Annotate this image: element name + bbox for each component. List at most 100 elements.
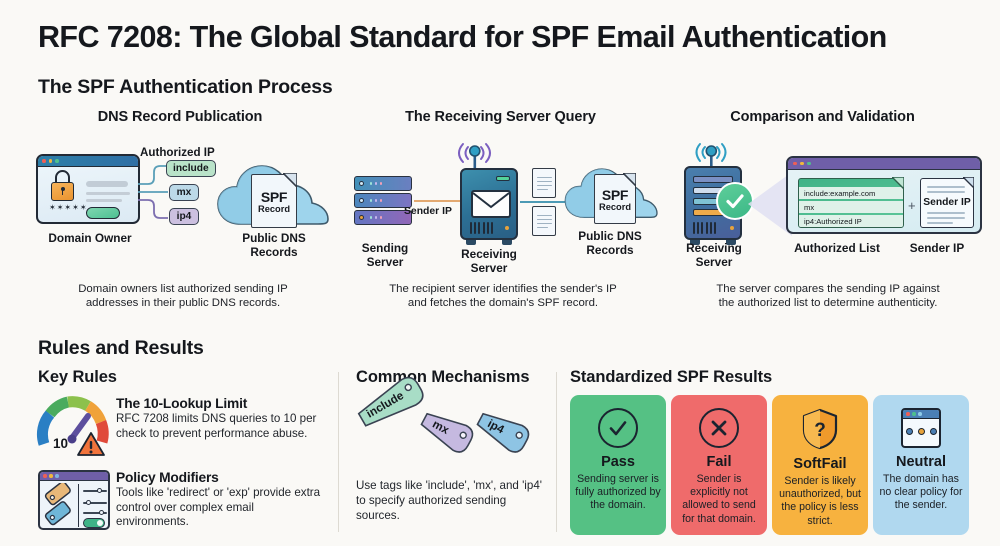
caption-panel1-line2: addresses in their public DNS records. — [85, 297, 281, 309]
rules-section-heading: Rules and Results — [38, 337, 204, 359]
dns-response-document — [532, 206, 556, 236]
content-dot — [917, 428, 925, 435]
section-divider-2 — [556, 372, 557, 532]
doc-line — [927, 217, 965, 219]
placeholder-line — [86, 199, 122, 202]
tag-mx[interactable]: mx — [169, 184, 199, 201]
sender-ip-doc-text: Sender IP — [923, 197, 971, 208]
label-public-dns-line2: Records — [250, 245, 298, 259]
check-circle-icon — [598, 408, 638, 448]
label-public-dns-line1: Public DNS — [578, 229, 642, 243]
page-title: RFC 7208: The Global Standard for SPF Em… — [38, 20, 887, 54]
rule-title: The 10-Lookup Limit — [116, 396, 248, 411]
rack-unit — [354, 176, 412, 191]
server-foot — [690, 240, 700, 245]
mechanisms-heading: Common Mechanisms — [356, 368, 530, 386]
antenna-icon — [695, 143, 727, 170]
rule-ten-lookup-limit: The 10-Lookup Limit RFC 7208 limits DNS … — [116, 396, 328, 441]
slider-knob[interactable] — [99, 509, 105, 515]
window-dot-yellow — [49, 474, 53, 478]
dns-query-connector — [520, 201, 584, 204]
tag-ip4[interactable]: ip4 — [169, 208, 199, 225]
spf-doc-title: SPF — [601, 186, 629, 203]
rule-policy-modifiers: Policy Modifiers Tools like 'redirect' o… — [116, 470, 328, 530]
rack-unit — [354, 193, 412, 208]
toggle-switch[interactable] — [83, 518, 105, 528]
result-description: Sender is likely unauthorized, but the p… — [779, 475, 861, 527]
mechanism-tag-mx[interactable]: mx — [413, 404, 480, 463]
result-name: Pass — [601, 454, 635, 470]
doc-line — [927, 186, 965, 188]
receiving-server-tower — [460, 168, 518, 240]
section-divider-1 — [338, 372, 339, 532]
mechanism-tag-include[interactable]: include — [352, 370, 434, 440]
gauge-value: 10 — [53, 436, 69, 451]
auth-row-include: include:example.com — [799, 187, 903, 199]
rack-indicator-dots — [370, 182, 383, 185]
doc-line — [927, 191, 965, 193]
rack-led — [359, 181, 364, 186]
label-receiving-server-line2: Server — [470, 261, 508, 275]
tag-shape-mx — [420, 412, 474, 453]
key-rules-heading: Key Rules — [38, 368, 117, 386]
slider-knob[interactable] — [97, 487, 103, 493]
comparison-beam — [748, 172, 792, 236]
label-sending-server-line2: Server — [366, 255, 404, 269]
rule-title: Policy Modifiers — [116, 470, 219, 485]
server-foot — [466, 240, 476, 245]
spf-record-document: SPF Record — [251, 174, 297, 228]
validation-window: include:example.com mx ip4:Authorized IP… — [786, 156, 982, 234]
browser-titlebar — [38, 156, 138, 167]
mechanism-tags-group: include mx ip4 — [352, 376, 542, 470]
caption-panel1-line1: Domain owners list authorized sending IP — [78, 283, 288, 295]
shield-question-icon: ? — [802, 408, 838, 450]
panel-divider — [78, 484, 80, 527]
result-card-neutral[interactable]: Neutral The domain has no clear policy f… — [873, 395, 969, 535]
doc-fold-corner — [963, 177, 974, 188]
authorized-ip-annotation: Authorized IP — [140, 146, 215, 159]
label-domain-owner: Domain Owner — [48, 231, 132, 245]
rack-led — [359, 198, 364, 203]
slider-knob[interactable] — [86, 499, 92, 505]
window-dot-green — [55, 159, 59, 163]
window-dot-blue — [55, 474, 59, 478]
lock-icon-keyhole-tail — [61, 190, 64, 195]
window-dot-green — [807, 161, 811, 166]
server-power-dot — [504, 225, 509, 230]
process-section-heading: The SPF Authentication Process — [38, 76, 333, 98]
envelope-icon — [471, 190, 511, 218]
label-receiving-server-line1: Receiving — [686, 241, 742, 255]
doc-line — [927, 222, 953, 224]
label-public-dns-line1: Public DNS — [242, 231, 306, 245]
window-dot-yellow — [800, 161, 804, 166]
result-description: The domain has no clear policy for the s… — [879, 473, 963, 512]
gauge-icon — [36, 396, 109, 446]
server-status-led — [496, 176, 510, 181]
slider-track — [83, 502, 107, 504]
result-card-fail[interactable]: Fail Sender is explicitly not allowed to… — [671, 395, 767, 535]
spf-doc-title: SPF — [260, 188, 288, 205]
mechanism-tag-ip4[interactable]: ip4 — [469, 404, 536, 463]
server-vents — [470, 222, 493, 234]
window-dot-red — [906, 412, 910, 416]
domain-owner-browser: ✶✶✶✶✶ — [36, 154, 140, 224]
placeholder-line — [86, 192, 130, 195]
spf-record-document: SPF Record — [594, 174, 636, 224]
rack-unit — [354, 210, 412, 225]
connector-label-sender-ip: Sender IP — [404, 206, 452, 217]
window-dot-blue — [918, 412, 922, 416]
result-card-pass[interactable]: Pass Sending server is fully authorized … — [570, 395, 666, 535]
tag-include[interactable]: include — [166, 160, 216, 177]
spf-doc-subtitle: Record — [598, 201, 632, 212]
slider-track — [83, 490, 107, 492]
svg-text:?: ? — [814, 420, 826, 441]
label-authorized-list: Authorized List — [794, 241, 880, 255]
caption-panel3-line2: the authorized list to determine authent… — [718, 297, 938, 309]
panel-title-comparison-validation: Comparison and Validation — [730, 109, 915, 125]
doc-fold-corner — [892, 177, 904, 189]
panel-title-receiving-server-query: The Receiving Server Query — [405, 109, 596, 125]
result-card-softfail[interactable]: ? SoftFail Sender is likely unauthorized… — [772, 395, 868, 535]
window-dot-red — [42, 159, 46, 163]
panel-dns-record-publication: Authorized IP ✶✶✶✶✶ include mx — [28, 138, 338, 303]
label-receiving-server-line2: Server — [695, 255, 733, 269]
